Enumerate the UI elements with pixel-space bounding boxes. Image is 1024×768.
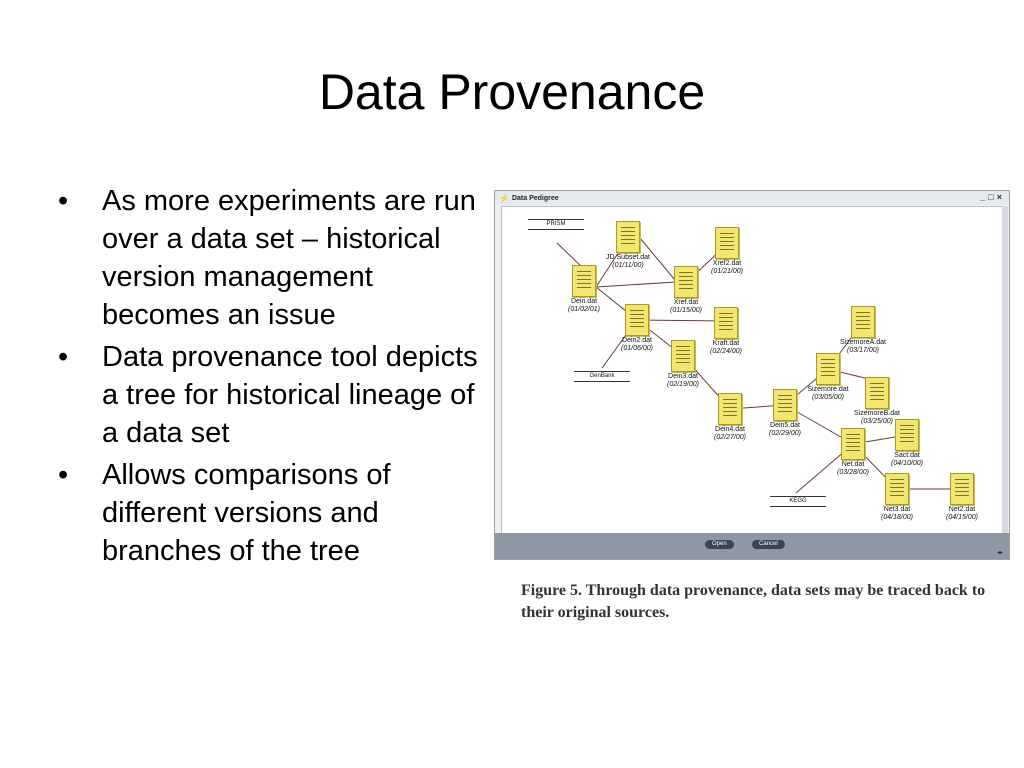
file-icon[interactable]: [851, 306, 875, 338]
file-icon[interactable]: [841, 428, 865, 460]
bullet-dot-icon: •: [58, 459, 69, 491]
window-title: Data Pedigree: [511, 194, 559, 202]
bullet-item: • Allows comparisons of different version…: [58, 456, 488, 570]
open-button[interactable]: Open: [705, 540, 734, 549]
source-genbank: GenBank: [574, 371, 630, 382]
scroll-arrows-icon[interactable]: ◂▸: [996, 550, 1003, 556]
file-icon[interactable]: [715, 227, 739, 259]
file-icon[interactable]: [572, 265, 596, 297]
slide-title: Data Provenance: [318, 64, 706, 120]
app-bolt-icon: ⚡: [499, 193, 509, 203]
file-label: Dein3.dat(02/19/00): [667, 373, 699, 388]
bullet-item: • Data provenance tool depicts a tree for…: [58, 338, 488, 452]
file-icon[interactable]: [718, 393, 742, 425]
file-label: Net.dat(03/28/00): [837, 461, 869, 476]
file-label: Xref2.dat(01/21/00): [711, 260, 743, 275]
file-label: SizemoreA.dat(03/17/00): [840, 339, 886, 354]
bullet-text: Data provenance tool depicts a tree for …: [102, 341, 478, 449]
file-label: Sizemore.dat(03/05/00): [807, 386, 849, 401]
window-titlebar: ⚡ Data Pedigree _□×: [495, 191, 1009, 205]
file-icon[interactable]: [773, 389, 797, 421]
file-icon[interactable]: [885, 473, 909, 505]
pedigree-canvas: PRISM GenBank KEGG JD Subset.dat(01/11/0…: [501, 206, 1005, 535]
cancel-button[interactable]: Cancel: [752, 540, 785, 549]
window-button-bar: Open Cancel ◂▸: [495, 533, 1009, 559]
file-icon[interactable]: [625, 304, 649, 336]
file-icon[interactable]: [816, 353, 840, 385]
edge: [636, 319, 727, 322]
file-label: JD Subset.dat(01/11/00): [606, 254, 650, 269]
file-icon[interactable]: [671, 340, 695, 372]
file-label: Sact.dat(04/10/00): [891, 452, 923, 467]
bullet-dot-icon: •: [58, 341, 69, 373]
bullet-dot-icon: •: [58, 185, 69, 217]
bullet-item: • As more experiments are run over a data…: [58, 182, 488, 334]
edge: [639, 237, 676, 281]
file-label: Net3.dat(04/18/00): [881, 506, 913, 521]
file-label: Dein.dat(01/02/01): [568, 298, 600, 313]
bullet-text: As more experiments are run over a data …: [102, 185, 476, 331]
figure-caption: Figure 5. Through data provenance, data …: [521, 582, 986, 621]
bullet-list: • As more experiments are run over a data…: [58, 182, 488, 574]
file-label: Net2.dat(04/15/00): [946, 506, 978, 521]
file-label: Xref.dat(01/15/00): [670, 299, 702, 314]
file-icon[interactable]: [865, 377, 889, 409]
file-icon[interactable]: [674, 266, 698, 298]
bullet-text: Allows comparisons of different versions…: [102, 459, 391, 567]
file-label: Dein5.dat(02/29/00): [769, 422, 801, 437]
file-label: SizemoreB.dat(03/25/00): [854, 410, 900, 425]
file-icon[interactable]: [714, 307, 738, 339]
source-kegg: KEGG: [770, 496, 826, 507]
window-controls-icon[interactable]: _□×: [980, 192, 1005, 202]
file-label: Kraft.dat(02/24/00): [710, 340, 742, 355]
file-icon[interactable]: [895, 419, 919, 451]
vertical-scrollbar[interactable]: [1002, 206, 1008, 533]
file-label: Dein4.dat(02/27/00): [714, 426, 746, 441]
source-prism: PRISM: [528, 219, 584, 230]
edge: [595, 281, 677, 288]
data-pedigree-window: ⚡ Data Pedigree _□×: [494, 190, 1010, 560]
file-icon[interactable]: [616, 221, 640, 253]
file-icon[interactable]: [950, 473, 974, 505]
file-label: Dein2.dat(01/06/00): [621, 337, 653, 352]
edge: [556, 242, 585, 270]
